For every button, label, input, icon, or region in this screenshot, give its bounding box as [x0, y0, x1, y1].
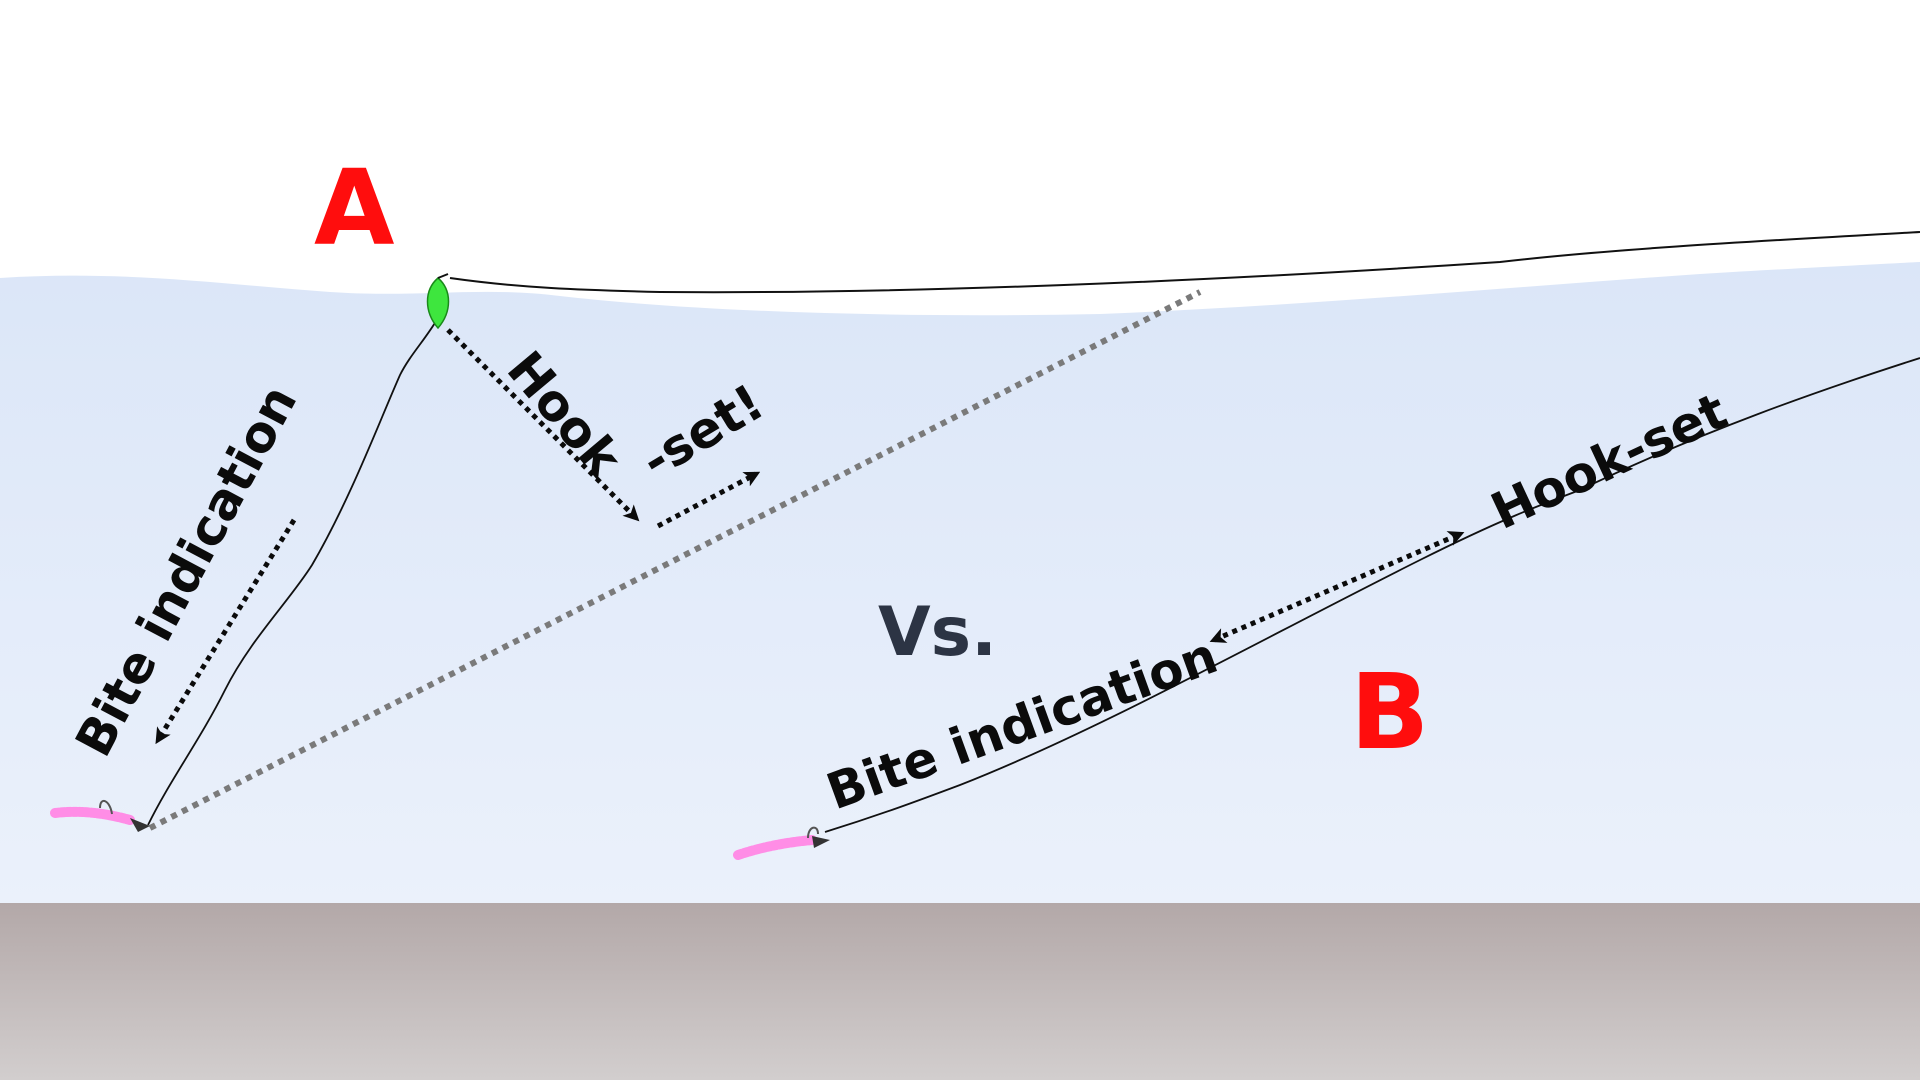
lure-a-icon	[50, 799, 150, 832]
lake-bottom	[0, 903, 1920, 1080]
rig-a-bite-arrow	[155, 518, 297, 745]
water-body	[0, 262, 1920, 905]
label-a: A	[314, 147, 395, 269]
rig-a-main-line	[449, 231, 1920, 294]
lure-b-icon	[733, 826, 830, 860]
float-icon	[426, 273, 450, 330]
rig-a-leader-line	[147, 317, 439, 826]
label-b: B	[1350, 651, 1429, 773]
rig-a-direct-dotted-line	[148, 289, 1202, 831]
rig-a-hook-arrow	[446, 328, 640, 522]
label-vs: Vs.	[878, 593, 997, 672]
rig-b-double-arrow	[1209, 531, 1465, 643]
rig-a-set-arrow	[656, 471, 761, 529]
